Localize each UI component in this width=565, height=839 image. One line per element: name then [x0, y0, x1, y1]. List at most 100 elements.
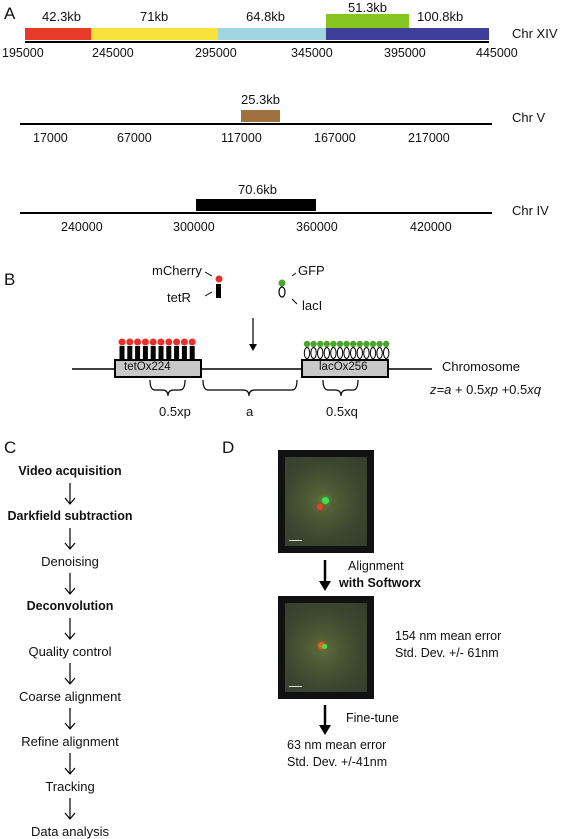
workflow-arrow — [64, 707, 76, 736]
chr4-label: Chr IV — [512, 203, 549, 218]
gfp-laci-bound — [376, 340, 383, 348]
brace-left — [149, 379, 186, 397]
chr14-axis-line — [25, 41, 489, 43]
gfp-laci-bound — [383, 340, 390, 348]
laci-bound — [323, 347, 330, 359]
error1-label: 154 nm mean error — [395, 629, 502, 643]
workflow-arrow — [64, 482, 76, 511]
micrograph-before — [278, 450, 374, 553]
workflow-arrow — [64, 617, 76, 646]
distance-middle-label: a — [246, 404, 254, 419]
tetr-bound — [142, 346, 148, 360]
chromosome-label: Chromosome — [442, 359, 521, 374]
chr14-overlay-label: 51.3kb — [348, 0, 388, 15]
tetr-bound — [127, 346, 133, 360]
workflow-arrow — [64, 797, 76, 826]
workflow-step: Denoising — [41, 554, 99, 569]
gfp-laci-bound — [317, 340, 324, 348]
chr4-tick: 360000 — [296, 220, 338, 234]
gfp-laci-icon — [278, 272, 298, 305]
sd1-label: Std. Dev. +/- 61nm — [395, 646, 499, 660]
workflow-arrow — [64, 572, 76, 601]
chr5-tick: 17000 — [33, 131, 68, 145]
scale-bar — [289, 686, 302, 687]
workflow-step: Data analysis — [30, 824, 110, 839]
mcherry-label: mCherry — [152, 263, 202, 278]
mcherry-tetr-bound — [173, 338, 181, 346]
workflow-step: Darkfield subtraction — [7, 509, 133, 523]
tet-array-bound-proteins — [118, 338, 196, 360]
scale-bar — [289, 540, 302, 541]
tetr-bound — [135, 346, 141, 360]
panel-b-letter: B — [4, 270, 16, 289]
gfp-laci-bound — [343, 340, 350, 348]
mcherry-tetr-bound — [126, 338, 134, 346]
formula-z: z — [430, 382, 437, 397]
laci-bound — [336, 347, 344, 359]
workflow-step: Quality control — [28, 644, 112, 659]
chr5-axis-line — [20, 123, 492, 125]
tetr-bound — [150, 346, 156, 360]
softworx-label: with Softworx — [339, 576, 421, 590]
tetr-bound — [119, 346, 125, 360]
chr5-label: Chr V — [512, 110, 546, 125]
finetune-label: Fine-tune — [346, 711, 399, 725]
chr14-segment-4-label: 100.8kb — [417, 9, 464, 24]
workflow-step: Coarse alignment — [19, 689, 121, 704]
laci-bound — [343, 347, 350, 359]
mcherry-tetr-bound — [134, 338, 142, 346]
gfp-laci-bound — [303, 340, 311, 348]
chr14-segment-2-label: 71kb — [140, 9, 169, 24]
laci-bound — [383, 347, 390, 359]
chr14-segment-3-label: 64.8kb — [246, 9, 286, 24]
chr4-region-label: 70.6kb — [238, 182, 278, 197]
chr4-axis-line — [20, 212, 492, 214]
laci-bound — [303, 347, 311, 359]
formula-eq-a: =a — [436, 382, 452, 397]
green-spot — [322, 644, 327, 649]
tetr-bound — [181, 346, 187, 360]
chr14-tick: 345000 — [291, 46, 333, 60]
formula-xq: xq — [527, 382, 541, 397]
gfp-laci-bound — [350, 340, 357, 348]
laci-bound — [317, 347, 324, 359]
chr14-segment-1 — [25, 28, 91, 40]
chr5-tick: 167000 — [314, 131, 356, 145]
finetune-arrow — [319, 705, 331, 735]
chr14-segment-3 — [218, 28, 326, 40]
mcherry-tetr-bound — [188, 338, 196, 346]
formula-plus1: + 0.5 — [451, 382, 485, 397]
brace-right — [322, 379, 359, 397]
chr5-tick: 217000 — [408, 131, 450, 145]
gfp-laci-bound — [356, 340, 363, 348]
gfp-laci-bound — [323, 340, 330, 348]
laci-bound — [356, 347, 363, 359]
chr5-tick: 67000 — [117, 131, 152, 145]
chr14-tick: 295000 — [195, 46, 237, 60]
chr14-label: Chr XIV — [512, 26, 558, 41]
red-spot — [318, 642, 325, 649]
chr14-tick: 395000 — [384, 46, 426, 60]
laci-bound — [376, 347, 383, 359]
distance-right-label: 0.5xq — [326, 404, 358, 419]
mcherry-tetr-bound — [165, 338, 173, 346]
workflow-step: Tracking — [45, 779, 95, 794]
tetr-bound — [189, 346, 195, 360]
workflow-arrow — [64, 752, 76, 781]
chr5-region-label: 25.3kb — [241, 92, 281, 107]
chr14-segment-2 — [91, 28, 218, 40]
tet-array-label: tetOx224 — [124, 361, 171, 373]
alignment-arrow — [319, 560, 331, 591]
workflow-step: Deconvolution — [26, 599, 114, 613]
chr14-overlay-segment — [326, 14, 409, 28]
mcherry-tetr-icon — [204, 271, 223, 298]
gfp-laci-bound — [330, 340, 337, 348]
chr5-region — [241, 110, 280, 122]
distance-left-label: 0.5xp — [159, 404, 191, 419]
workflow-step: Video acquisition — [18, 464, 122, 478]
alignment-label: Alignment — [348, 559, 404, 573]
micrograph-after — [278, 596, 374, 699]
tetr-bound — [174, 346, 180, 360]
lac-array-label: lacOx256 — [319, 361, 368, 373]
